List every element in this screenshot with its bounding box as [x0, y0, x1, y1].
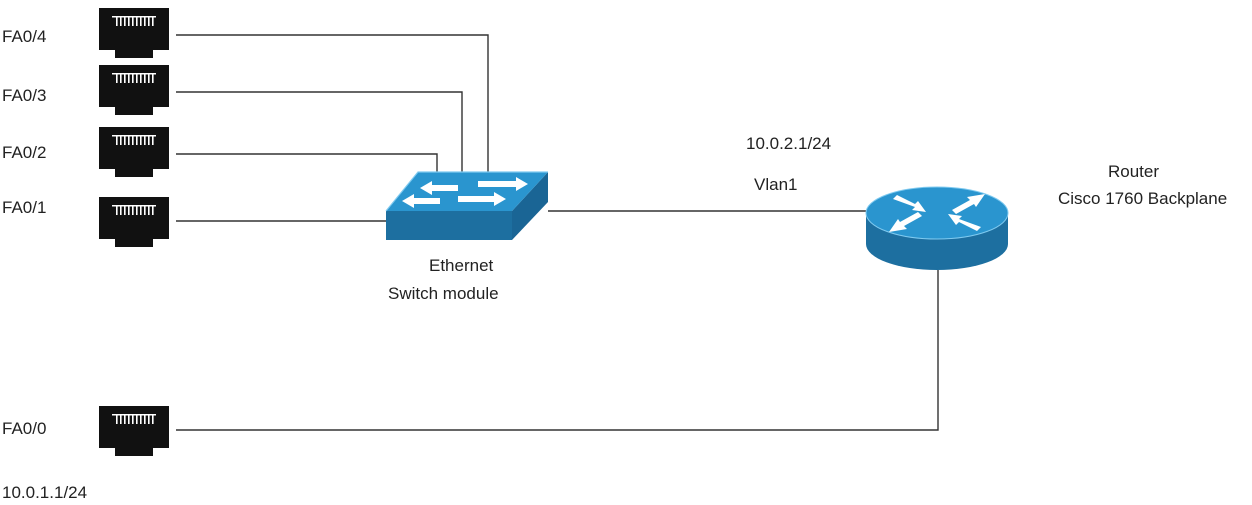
switch-label-line2: Switch module: [388, 284, 499, 303]
port-fa00-label: FA0/0: [2, 419, 46, 438]
port-fa04-label: FA0/4: [2, 27, 46, 46]
vlan-ip-label: 10.0.2.1/24: [746, 134, 831, 153]
port-fa03-jack-icon: [99, 65, 169, 115]
port-fa02-label: FA0/2: [2, 143, 46, 162]
switch-label-line1: Ethernet: [429, 256, 494, 275]
port-fa04-jack-icon: [99, 8, 169, 58]
vlan-label: Vlan1: [754, 175, 797, 194]
port-fa02-jack-icon: [99, 127, 169, 177]
port-fa00-jack-icon: [99, 406, 169, 456]
port-fa00-ip-label: 10.0.1.1/24: [2, 483, 87, 502]
ethernet-switch-icon: [385, 171, 548, 240]
wire-fa03: [176, 91, 463, 172]
wires: [176, 34, 939, 431]
router-icon: [865, 186, 1009, 270]
port-fa01-label: FA0/1: [2, 198, 46, 217]
wire-fa04: [176, 34, 489, 172]
port-fa01-jack-icon: [99, 197, 169, 247]
port-fa03-label: FA0/3: [2, 86, 46, 105]
router-label-line2: Cisco 1760 Backplane: [1058, 189, 1227, 208]
wire-fa00-router: [176, 270, 939, 431]
wire-fa02: [176, 153, 438, 172]
router-label-line1: Router: [1108, 162, 1159, 181]
